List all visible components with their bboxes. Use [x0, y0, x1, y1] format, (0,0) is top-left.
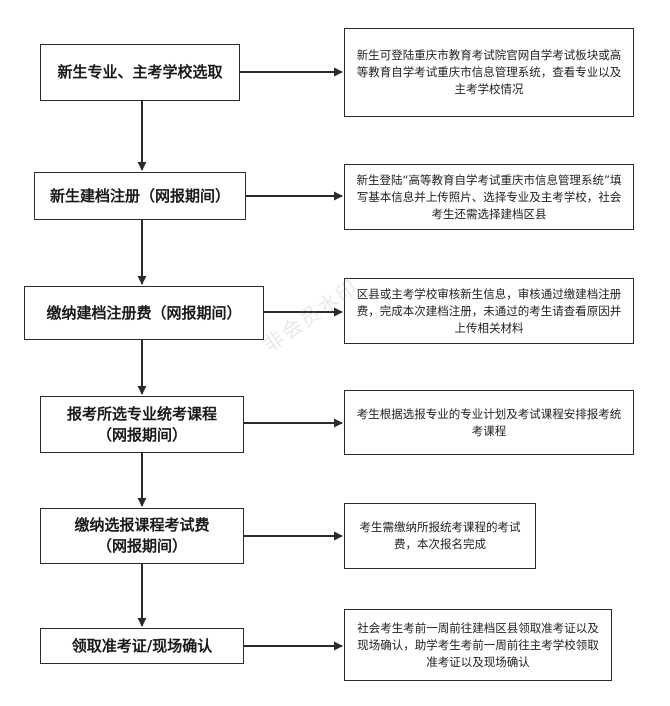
step-apply-unified-courses: 报考所选专业统考课程 （网报期间） — [40, 396, 244, 453]
step-label: 新生建档注册（网报期间） — [49, 186, 230, 205]
note-get-admission-ticket: 社会考生考前一周前往建档区县领取准考证以及现场确认，助学考生考前一周前往主考学校… — [344, 609, 612, 681]
step-get-admission-ticket: 领取准考证/现场确认 — [40, 628, 244, 664]
step-label: 领取准考证/现场确认 — [71, 636, 213, 655]
step-pay-exam-fee: 缴纳选报课程考试费 （网报期间） — [40, 508, 244, 564]
step-select-major-school: 新生专业、主考学校选取 — [40, 44, 240, 101]
step-new-student-registration: 新生建档注册（网报期间） — [34, 172, 246, 220]
step-pay-registration-fee: 缴纳建档注册费（网报期间） — [24, 286, 264, 340]
note-text: 新生登陆“高等教育自学考试重庆市信息管理系统”填写基本信息并上传照片、选择专业及… — [356, 172, 622, 221]
note-text: 考生根据选报专业的专业计划及考试课程安排报考统考课程 — [356, 406, 622, 438]
note-text: 社会考生考前一周前往建档区县领取准考证以及现场确认，助学考生考前一周前往主考学校… — [357, 620, 599, 669]
note-select-major-school: 新生可登陆重庆市教育考试院官网自学考试板块或高等教育自学考试重庆市信息管理系统，… — [344, 28, 634, 117]
note-new-student-registration: 新生登陆“高等教育自学考试重庆市信息管理系统”填写基本信息并上传照片、选择专业及… — [344, 164, 634, 230]
step-label: 报考所选专业统考课程 （网报期间） — [66, 404, 217, 444]
note-text: 区县或主考学校审核新生信息，审核通过缴建档注册费，完成本次建档注册，未通过的考生… — [356, 286, 622, 335]
note-text: 考生需缴纳所报统考课程的考试费，本次报名完成 — [359, 520, 521, 551]
step-label: 缴纳建档注册费（网报期间） — [46, 303, 242, 322]
note-apply-unified-courses: 考生根据选报专业的专业计划及考试课程安排报考统考课程 — [344, 390, 634, 455]
note-pay-exam-fee: 考生需缴纳所报统考课程的考试费，本次报名完成 — [344, 503, 536, 569]
note-text: 新生可登陆重庆市教育考试院官网自学考试板块或高等教育自学考试重庆市信息管理系统，… — [356, 48, 622, 96]
note-pay-registration-fee: 区县或主考学校审核新生信息，审核通过缴建档注册费，完成本次建档注册，未通过的考生… — [344, 278, 634, 344]
step-label: 新生专业、主考学校选取 — [57, 63, 223, 81]
step-label: 缴纳选报课程考试费 （网报期间） — [74, 516, 210, 555]
